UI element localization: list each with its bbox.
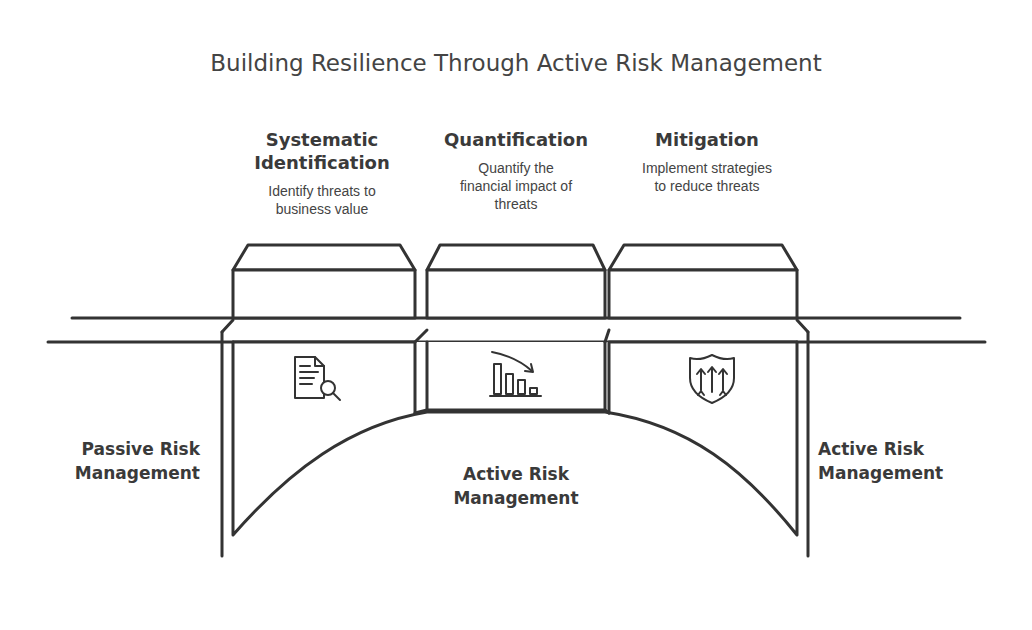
bridge-edge [605,330,609,342]
declining-chart-icon [490,352,541,396]
bridge-edge [605,410,609,413]
zone-label: Active Risk Management [818,437,978,485]
step-block: QuantificationQuantify the financial imp… [424,128,609,213]
step-heading: Quantification [424,128,609,151]
bridge-arch [233,342,797,535]
shield-icon [690,355,734,403]
bridge-edge [222,320,233,332]
bridge-pillar [807,332,810,556]
step-heading: Mitigation [615,128,800,151]
bridge-block [609,342,797,413]
bridge-edge [415,410,427,413]
top-block [609,245,797,318]
bridge-pillar [221,332,224,556]
bridge-edge [415,330,427,342]
step-description: Quantify the financial impact of threats [452,159,580,213]
zone-label: Passive Risk Management [40,437,200,485]
top-block [233,245,415,318]
step-heading: Systematic Identification [230,128,415,174]
step-block: MitigationImplement strategies to reduce… [615,128,800,195]
bridge-block [233,342,415,413]
document-search-icon [295,357,340,400]
step-description: Implement strategies to reduce threats [642,159,772,195]
top-block [427,245,605,318]
step-description: Identify threats to business value [247,182,397,218]
zone-label: Active Risk Management [431,462,601,510]
step-block: Systematic IdentificationIdentify threat… [230,128,415,218]
bridge-edge [797,320,808,332]
diagram-title: Building Resilience Through Active Risk … [0,50,1032,76]
bridge-block [427,342,605,410]
